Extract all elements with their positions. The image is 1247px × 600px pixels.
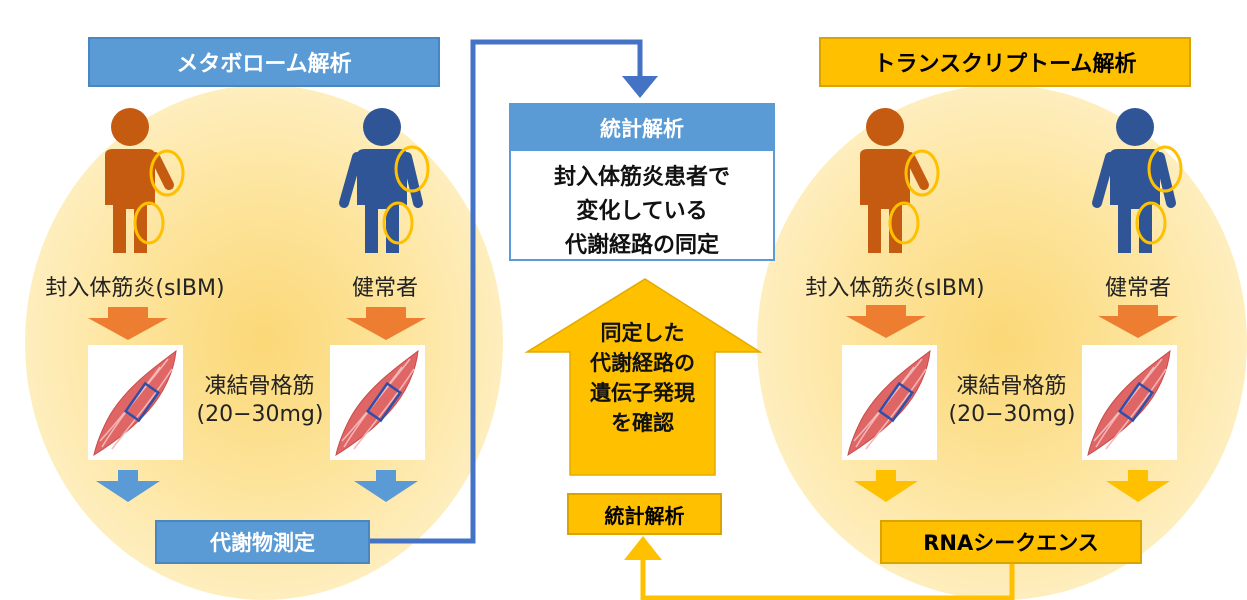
- confirm-up-arrow: [524, 278, 763, 476]
- left-healthy-person-icon: [339, 108, 430, 253]
- left-sample-label-line1: 凍結骨格筋: [204, 374, 315, 399]
- right-patient-person-icon: [860, 108, 940, 253]
- left-patient-label: 封入体筋炎(sIBM): [45, 276, 225, 301]
- bottom-stats-box: 統計解析: [567, 493, 722, 535]
- left-healthy-muscle-icon: [330, 345, 425, 460]
- right-sample-label-line2: (20−30mg): [948, 402, 1076, 427]
- right-healthy-muscle-icon: [1082, 345, 1177, 460]
- left-patient-blue-down-arrow: [96, 470, 160, 502]
- right-healthy-down-arrow: [1098, 305, 1178, 338]
- metabolite-measure-box: 代謝物測定: [155, 520, 370, 564]
- transcriptome-title: トランスクリプトーム解析: [819, 37, 1191, 87]
- result-line-1: 封入体筋炎患者で: [553, 165, 730, 190]
- metabolite-to-stats-connector: [370, 39, 643, 544]
- left-patient-person-icon: [105, 108, 185, 253]
- result-line-2: 変化している: [576, 199, 708, 224]
- right-healthy-person-icon: [1092, 108, 1183, 253]
- confirm-line-3: 遺伝子発現: [590, 381, 695, 405]
- confirm-line-4: を確認: [611, 411, 674, 435]
- right-patient-gold-down-arrow: [854, 470, 918, 502]
- right-patient-label: 封入体筋炎(sIBM): [805, 276, 985, 301]
- left-panel-background: [25, 85, 503, 600]
- bottom-stats-up-arrowhead: [624, 536, 662, 560]
- confirm-line-2: 代謝経路の: [590, 351, 695, 375]
- right-patient-muscle-icon: [842, 345, 937, 460]
- stats-down-arrowhead: [622, 76, 658, 98]
- right-sample-label-line1: 凍結骨格筋: [956, 374, 1067, 399]
- left-healthy-blue-down-arrow: [354, 470, 418, 502]
- left-healthy-label: 健常者: [351, 276, 418, 301]
- left-patient-muscle-icon: [88, 345, 183, 460]
- metabolome-title: メタボローム解析: [88, 37, 440, 87]
- confirm-arrow-text: 同定した 代謝経路の 遺伝子発現 を確認: [570, 318, 715, 438]
- result-line-3: 代謝経路の同定: [564, 233, 719, 258]
- right-patient-down-arrow: [846, 305, 926, 338]
- stats-result-box: 統計解析 封入体筋炎患者で 変化している 代謝経路の同定: [509, 103, 775, 261]
- left-sample-label-line2: (20−30mg): [196, 402, 324, 427]
- confirm-line-1: 同定した: [600, 321, 685, 345]
- left-healthy-down-arrow: [346, 307, 426, 340]
- rnaseq-to-stats-connector-2: [640, 560, 1012, 600]
- stats-title: 統計解析: [511, 105, 773, 151]
- right-healthy-label: 健常者: [1104, 276, 1171, 301]
- rnaseq-box: RNAシークエンス: [880, 520, 1142, 564]
- left-patient-down-arrow: [88, 307, 168, 340]
- right-healthy-gold-down-arrow: [1106, 470, 1170, 502]
- result-text: 封入体筋炎患者で 変化している 代謝経路の同定: [511, 151, 773, 263]
